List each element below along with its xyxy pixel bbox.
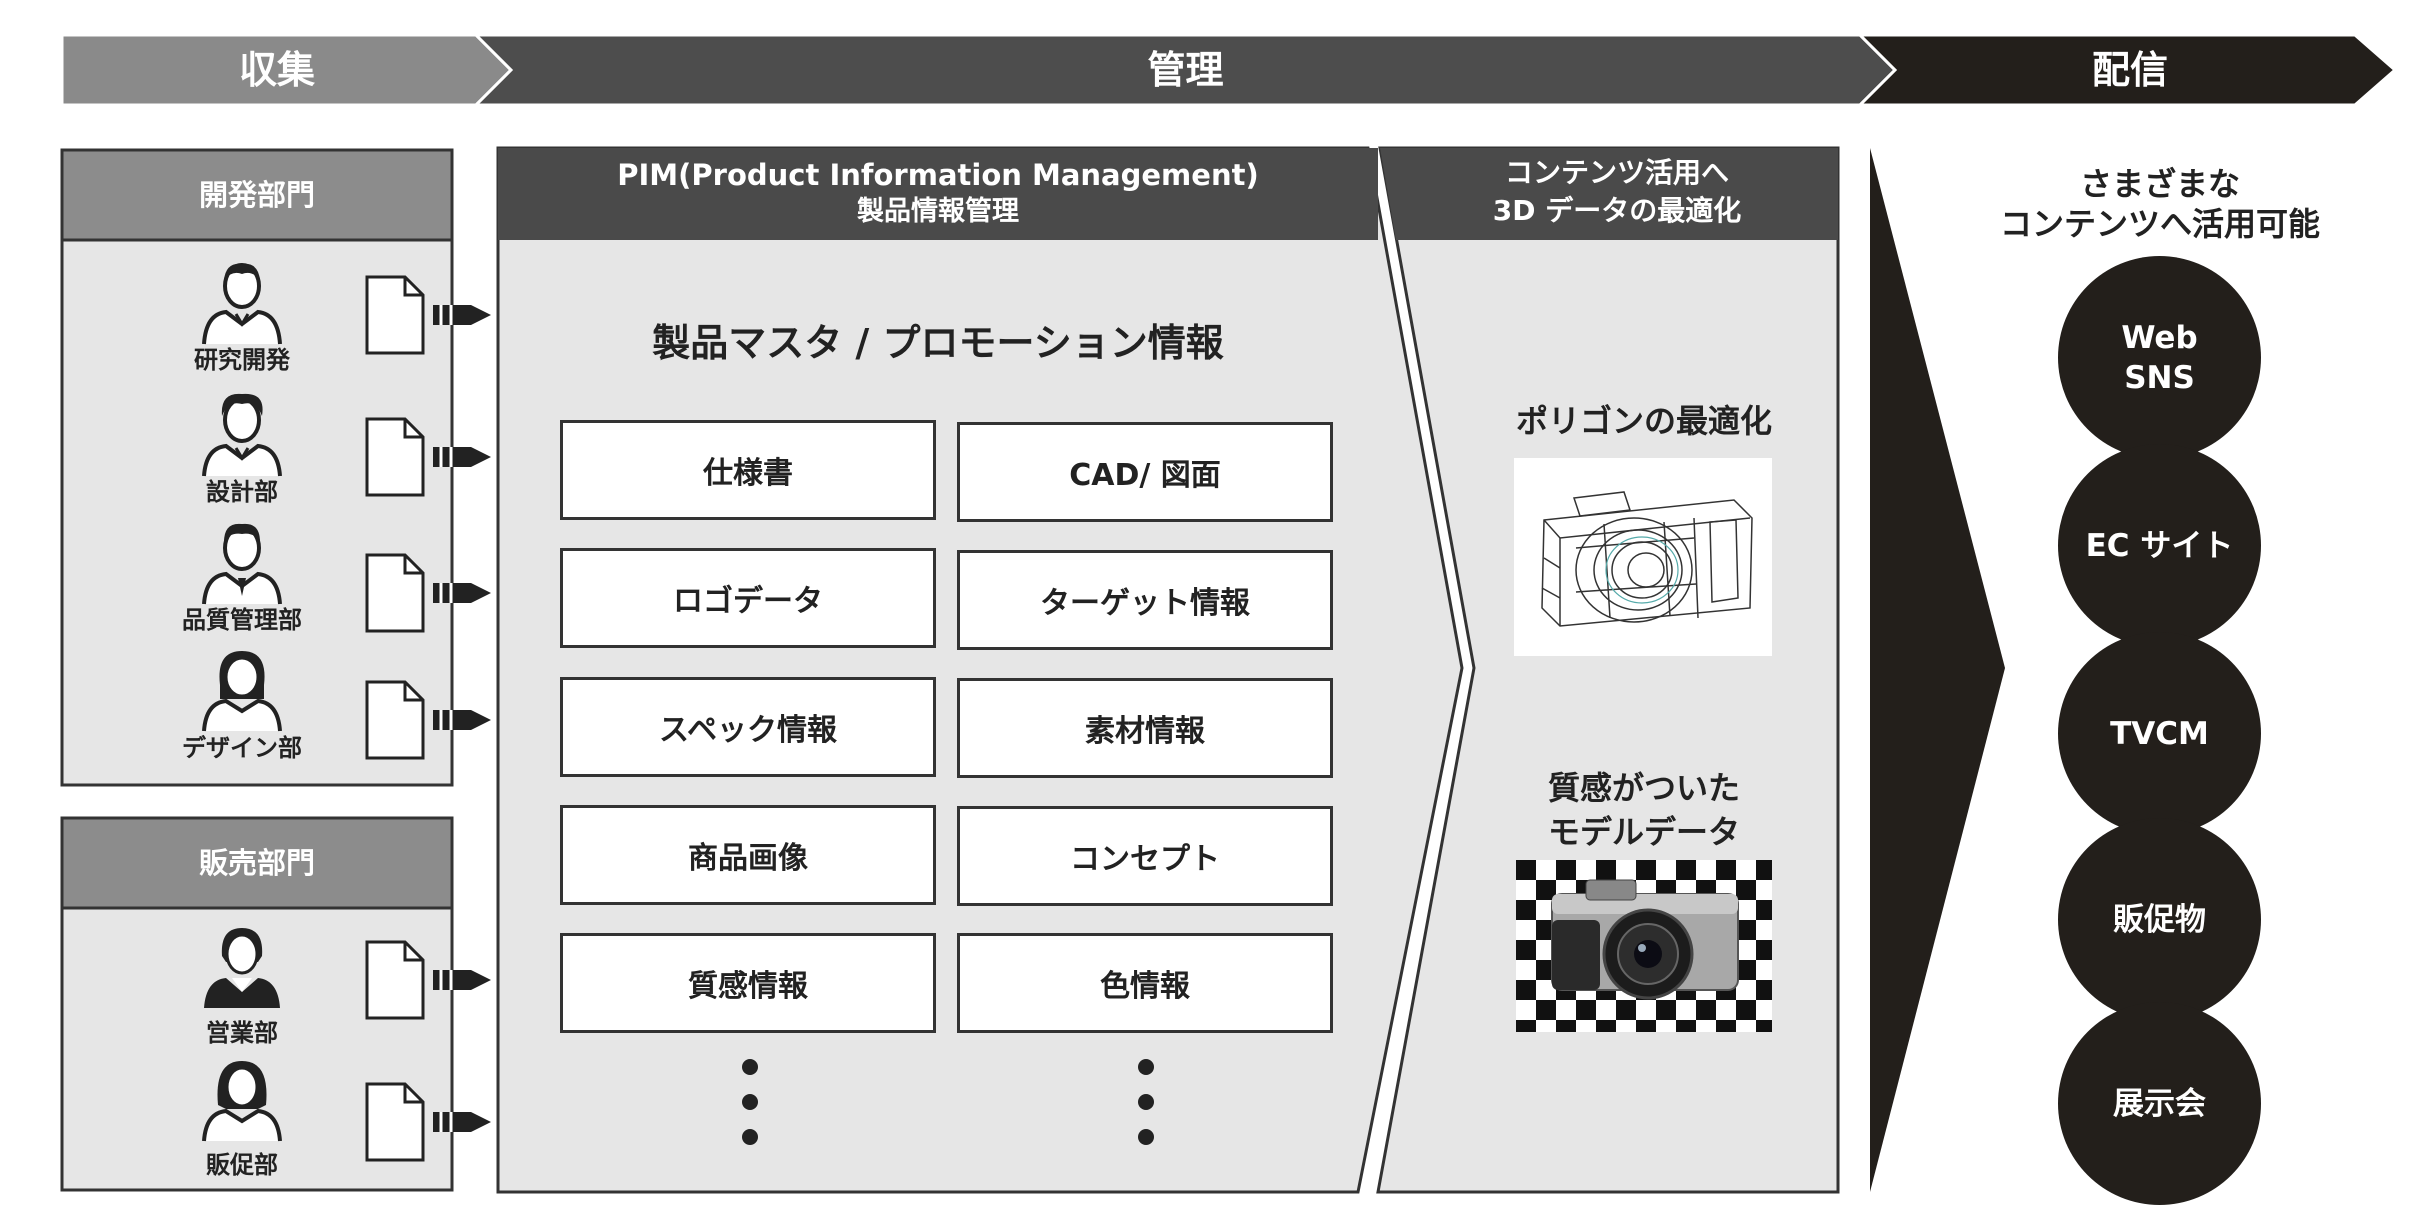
pim-item-material: 素材情報 — [957, 678, 1333, 778]
data3d-header — [1380, 148, 1838, 240]
wireframe-camera-image — [1514, 458, 1772, 656]
pim-item-logo: ロゴデータ — [560, 548, 936, 648]
stage-deliver-label: 配信 — [2091, 48, 2168, 92]
document-icon — [365, 275, 491, 355]
sales-department-title: 販売部門 — [198, 846, 315, 880]
channel-promo-materials: 販促物 — [2058, 818, 2261, 1021]
sales-staff-icon — [204, 928, 280, 1008]
pim-item-target: ターゲット情報 — [957, 550, 1333, 650]
role-design-division: デザイン部 — [182, 734, 302, 762]
design-staff-icon — [202, 651, 282, 732]
channel-exhibition-label: 展示会 — [2113, 1085, 2206, 1122]
document-icon — [365, 940, 491, 1020]
pim-item-spec-sheet: 仕様書 — [560, 420, 936, 520]
channel-exhibition: 展示会 — [2058, 1002, 2261, 1205]
pim-item-texture: 質感情報 — [560, 933, 936, 1033]
designer-engineer-icon — [202, 393, 282, 477]
pim-subtitle-jp: 製品情報管理 — [857, 196, 1019, 227]
channel-web-sns-line1: Web — [2121, 319, 2198, 356]
sales-panel-header — [60, 816, 454, 910]
channel-web-sns-line2: SNS — [2124, 359, 2195, 396]
pim-item-cad: CAD/ 図面 — [957, 422, 1333, 522]
channel-tvcm: TVCM — [2058, 632, 2261, 835]
ellipsis-left — [742, 1059, 758, 1145]
role-quality: 品質管理部 — [182, 606, 302, 634]
pim-item-color: 色情報 — [957, 933, 1333, 1033]
channel-web-sns: Web SNS — [2058, 256, 2261, 459]
data3d-subtitle: 3D データの最適化 — [1492, 194, 1742, 227]
channel-tvcm-label: TVCM — [2110, 715, 2209, 752]
pim-item-spec: スペック情報 — [560, 677, 936, 777]
channel-ec-site-label: EC サイト — [2085, 527, 2234, 564]
stage-collect-label: 収集 — [238, 48, 315, 92]
textured-model-label-1: 質感がついた — [1547, 769, 1740, 807]
researcher-icon — [202, 263, 282, 345]
polygon-optimization-label: ポリゴンの最適化 — [1515, 402, 1772, 440]
channel-promo-label: 販促物 — [2113, 901, 2206, 938]
delivery-title-1: さまざまな — [2079, 165, 2240, 203]
pim-header — [498, 148, 1378, 240]
textured-model-label-2: モデルデータ — [1547, 813, 1740, 851]
stage-deliver-arrow — [1856, 33, 2398, 107]
role-sales: 営業部 — [206, 1019, 278, 1047]
pim-section-title: 製品マスタ / プロモーション情報 — [652, 321, 1224, 365]
ellipsis-right — [1138, 1059, 1154, 1145]
dev-department-title: 開発部門 — [198, 178, 315, 212]
delivery-title-2: コンテンツへ活用可能 — [1999, 205, 2320, 243]
promotion-staff-icon — [202, 1061, 282, 1142]
quality-manager-icon — [202, 523, 282, 605]
textured-camera-image — [1516, 860, 1772, 1032]
data3d-title: コンテンツ活用へ — [1504, 156, 1729, 189]
role-design-dept: 設計部 — [206, 478, 278, 506]
pim-title: PIM(Product Information Management) — [617, 158, 1259, 192]
pim-item-product-image: 商品画像 — [560, 805, 936, 905]
dev-panel-header — [60, 148, 454, 242]
document-icon — [365, 417, 491, 497]
stage-manage-label: 管理 — [1147, 48, 1224, 92]
pim-item-concept: コンセプト — [957, 806, 1333, 906]
pim-panel — [496, 146, 1464, 1194]
document-icon — [365, 680, 491, 760]
delivery-arrow — [1870, 148, 2005, 1192]
role-research: 研究開発 — [194, 346, 290, 374]
channel-ec-site: EC サイト — [2058, 444, 2261, 647]
document-icon — [365, 1082, 491, 1162]
document-icon — [365, 553, 491, 633]
role-promotion: 販促部 — [206, 1151, 278, 1179]
